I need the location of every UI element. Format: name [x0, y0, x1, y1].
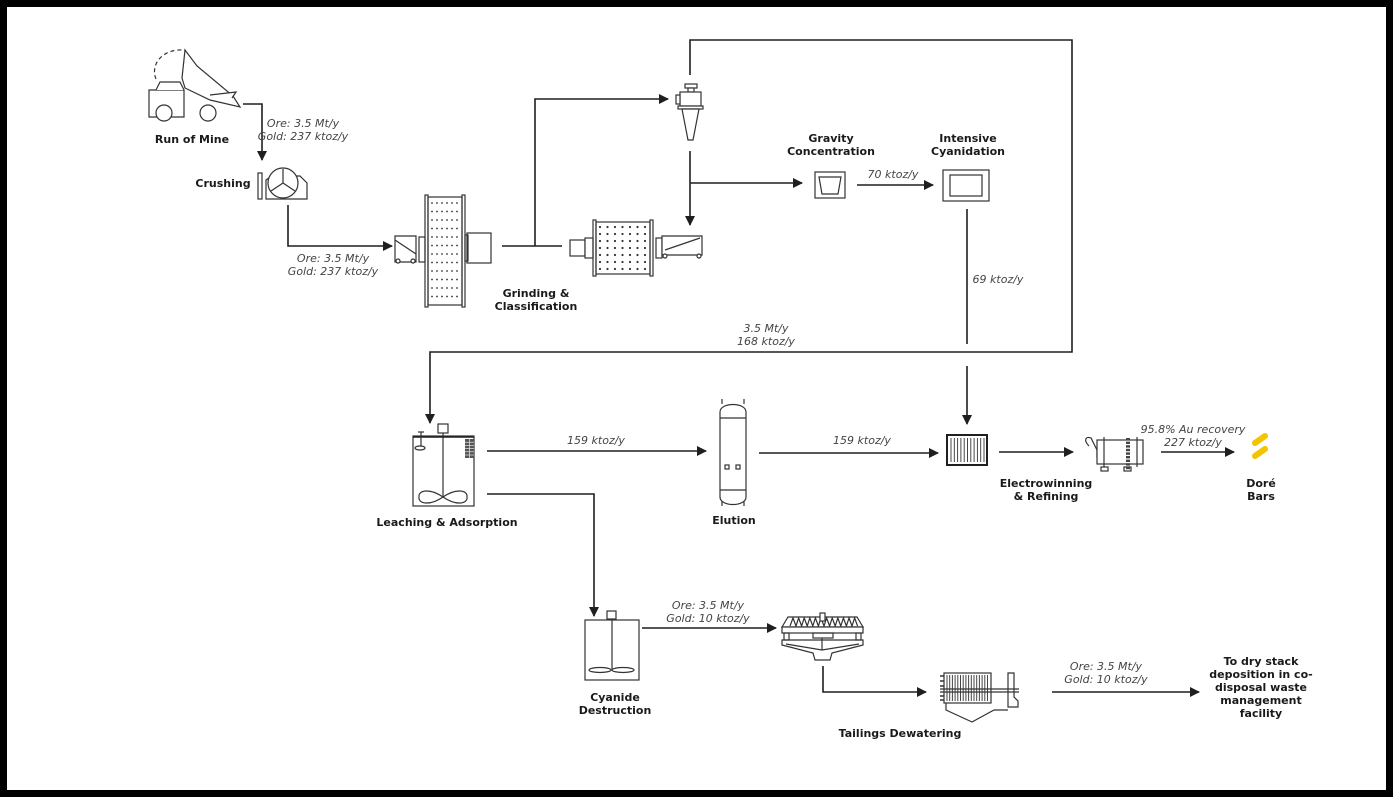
ball-mill-icon — [569, 219, 703, 277]
label-intensive-line1: Intensive — [939, 132, 997, 145]
flow-label-tailings-ore: Ore: 3.5 Mt/y — [1069, 660, 1143, 673]
label-grinding-line1: Grinding & — [502, 287, 570, 300]
dore-bars-icon — [1252, 433, 1268, 459]
leach-tank-icon — [412, 423, 475, 507]
flow-label-cyanide-gold: Gold: 10 ktoz/y — [666, 612, 750, 625]
hydrocyclone-icon — [675, 83, 704, 141]
label-dry-stack: To dry stack deposition in co- disposal … — [1209, 655, 1312, 720]
label-dore-line2: Bars — [1247, 490, 1275, 503]
label-tailings-dewatering: Tailings Dewatering — [838, 727, 962, 740]
flow-label-gravity-intensive: 70 ktoz/y — [867, 168, 919, 181]
electrowinning-cell-icon — [946, 434, 988, 466]
label-drystack-line4: management — [1220, 694, 1302, 707]
label-grinding-line2: Classification — [494, 300, 578, 313]
flow-cyclone-overflow-loop — [425, 39, 1073, 424]
flow-thickener-to-tailings — [822, 666, 927, 697]
flow-crushing-to-grinding — [287, 205, 393, 251]
label-drystack-line2: deposition in co- — [1209, 668, 1313, 681]
flow-label-crush-ore: Ore: 3.5 Mt/y — [296, 252, 370, 265]
flow-label-grinding-leach: 3.5 Mt/y 168 ktoz/y — [737, 322, 795, 348]
label-electrowinning: Electrowinning & Refining — [1000, 477, 1093, 503]
flow-label-recovery: 95.8% Au recovery — [1140, 423, 1246, 436]
flow-grinding-to-cyclone — [534, 94, 669, 246]
sag-mill-icon — [394, 194, 492, 308]
label-elution: Elution — [712, 514, 756, 527]
label-drystack-line5: facility — [1239, 707, 1283, 720]
label-crushing: Crushing — [195, 177, 251, 190]
label-grinding: Grinding & Classification — [495, 287, 578, 313]
flow-label-dore-gold: 227 ktoz/y — [1164, 436, 1222, 449]
label-leaching-adsorption: Leaching & Adsorption — [376, 516, 518, 529]
label-drystack-line1: To dry stack — [1223, 655, 1299, 668]
label-intensive-line2: Cyanidation — [931, 145, 1005, 158]
label-run-of-mine: Run of Mine — [154, 133, 230, 146]
filter-press-icon — [940, 672, 1019, 723]
flow-label-cyanide-thickener: Ore: 3.5 Mt/y Gold: 10 ktoz/y — [666, 599, 749, 625]
label-intensive-cyanidation: Intensive Cyanidation — [931, 132, 1005, 158]
label-cyanide-line1: Cyanide — [590, 691, 640, 704]
flow-label-rom-crushing: Ore: 3.5 Mt/y Gold: 237 ktoz/y — [258, 117, 348, 143]
crusher-icon — [257, 167, 308, 200]
flow-leach-to-cyanide — [487, 493, 599, 617]
label-ew-line2: & Refining — [1013, 490, 1079, 503]
label-gravity-line1: Gravity — [808, 132, 854, 145]
label-gravity-concentration: Gravity Concentration — [787, 132, 875, 158]
label-dore-line1: Doré — [1246, 477, 1276, 490]
flow-label-elution-ew: 159 ktoz/y — [833, 434, 891, 447]
flow-label-leach-elution: 159 ktoz/y — [567, 434, 625, 447]
haul-truck-icon — [148, 48, 242, 122]
flow-label-cyanide-ore: Ore: 3.5 Mt/y — [671, 599, 745, 612]
flow-label-rom-gold: Gold: 237 ktoz/y — [257, 130, 349, 143]
flow-rom-to-crushing — [243, 103, 267, 161]
flow-label-rom-ore: Ore: 3.5 Mt/y — [266, 117, 340, 130]
flow-label-tailings-drystack: Ore: 3.5 Mt/y Gold: 10 ktoz/y — [1064, 660, 1147, 686]
flow-label-leach-gold: 168 ktoz/y — [737, 335, 795, 348]
gravity-concentrator-icon — [814, 171, 846, 199]
flow-label-crushing-grinding: Ore: 3.5 Mt/y Gold: 237 ktoz/y — [288, 252, 378, 278]
flow-label-intensive-ew: 69 ktoz/y — [972, 273, 1024, 286]
label-ew-line1: Electrowinning — [999, 477, 1093, 490]
flow-label-leach-ore: 3.5 Mt/y — [743, 322, 789, 335]
smelting-furnace-icon — [1085, 436, 1144, 472]
flow-label-furnace-dore: 95.8% Au recovery 227 ktoz/y — [1141, 423, 1246, 449]
label-dore-bars: Doré Bars — [1246, 477, 1276, 503]
label-drystack-line3: disposal waste — [1214, 681, 1308, 694]
label-gravity-line2: Concentration — [787, 145, 875, 158]
elution-column-icon — [719, 399, 747, 506]
flow-label-tailings-gold: Gold: 10 ktoz/y — [1064, 673, 1148, 686]
label-cyanide-destruction: Cyanide Destruction — [579, 691, 652, 717]
cyanide-tank-icon — [584, 610, 640, 681]
label-cyanide-line2: Destruction — [578, 704, 652, 717]
intensive-cyanidation-icon — [942, 169, 990, 202]
flow-label-crush-gold: Gold: 237 ktoz/y — [287, 265, 379, 278]
thickener-icon — [780, 612, 865, 661]
